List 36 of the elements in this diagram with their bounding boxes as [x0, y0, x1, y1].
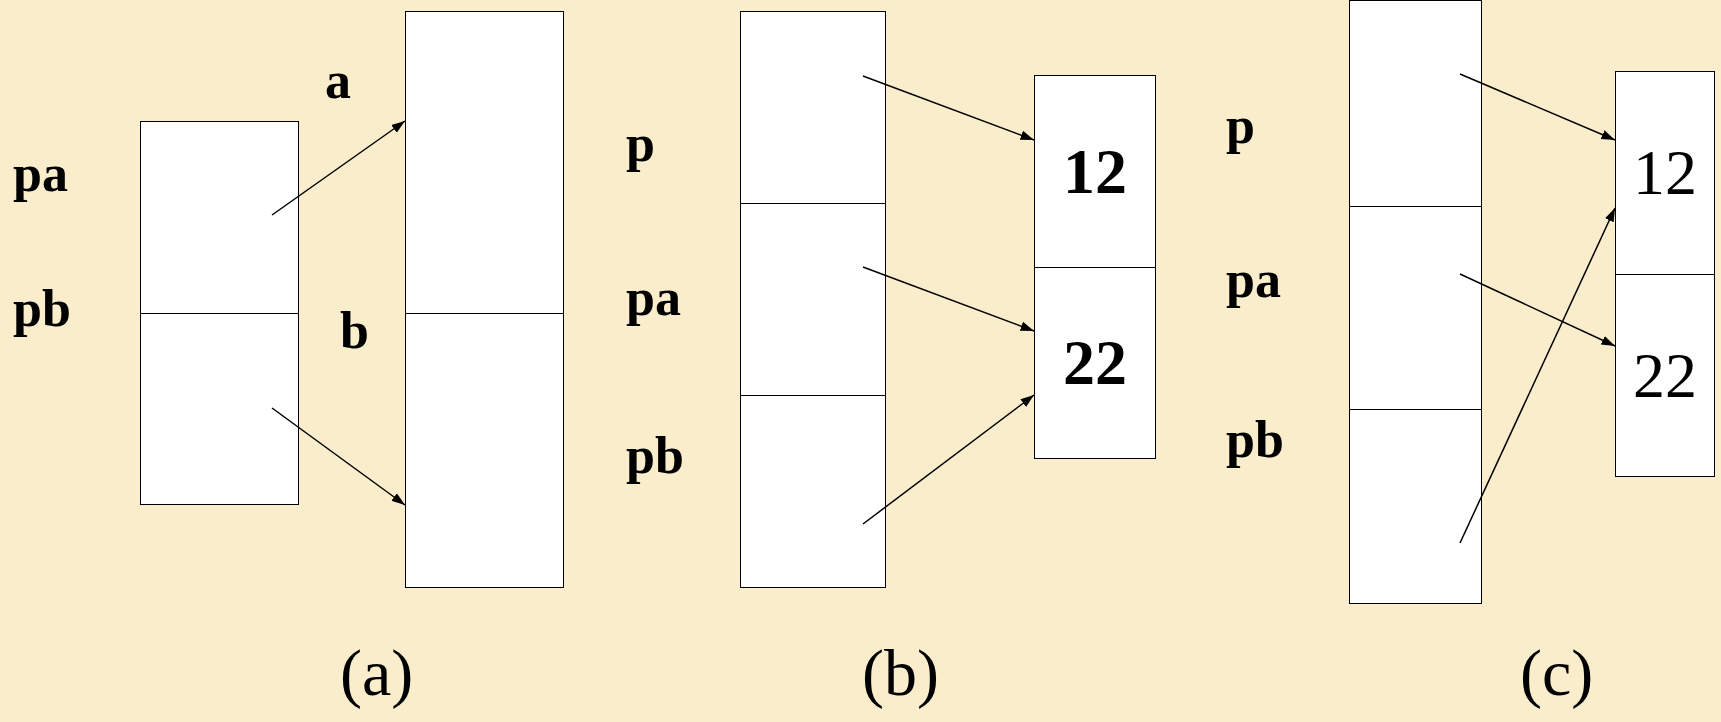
value-text: 12	[1633, 141, 1697, 205]
memory-cell	[740, 203, 886, 396]
variable-name: pb	[1226, 414, 1284, 466]
memory-cell	[1349, 206, 1482, 410]
memory-cell	[1034, 267, 1156, 459]
value-text: 22	[1063, 331, 1127, 395]
memory-cell	[740, 11, 886, 204]
pointer-arrow	[1459, 207, 1616, 544]
value-text: 22	[1633, 343, 1697, 408]
memory-cell	[405, 313, 564, 588]
pointer-arrow	[862, 75, 1035, 141]
memory-cell	[1349, 0, 1482, 207]
variable-name: pa	[13, 148, 68, 200]
memory-cell	[1349, 409, 1482, 604]
pointer-arrow	[862, 394, 1035, 525]
memory-cell	[140, 121, 299, 314]
memory-cell	[405, 11, 564, 314]
memory-cell	[740, 395, 886, 588]
variable-name: p	[626, 118, 655, 170]
pointer-arrow	[1459, 73, 1616, 141]
value-text: 12	[1063, 139, 1127, 204]
pointer-arrow	[271, 407, 406, 506]
variable-name: p	[1226, 100, 1255, 152]
variable-name: b	[340, 305, 369, 357]
memory-cell	[1034, 75, 1156, 268]
pointer-arrow	[1459, 273, 1616, 347]
memory-cell	[140, 313, 299, 505]
variable-name: pb	[13, 283, 71, 335]
variable-name: pa	[1226, 254, 1281, 306]
memory-cell	[1615, 274, 1715, 477]
memory-cell	[1615, 71, 1715, 275]
variable-name: pb	[626, 430, 684, 482]
variable-name: pa	[626, 272, 681, 324]
pointer-arrow	[862, 266, 1035, 332]
pointer-arrow	[271, 120, 406, 216]
variable-name: a	[325, 55, 351, 107]
